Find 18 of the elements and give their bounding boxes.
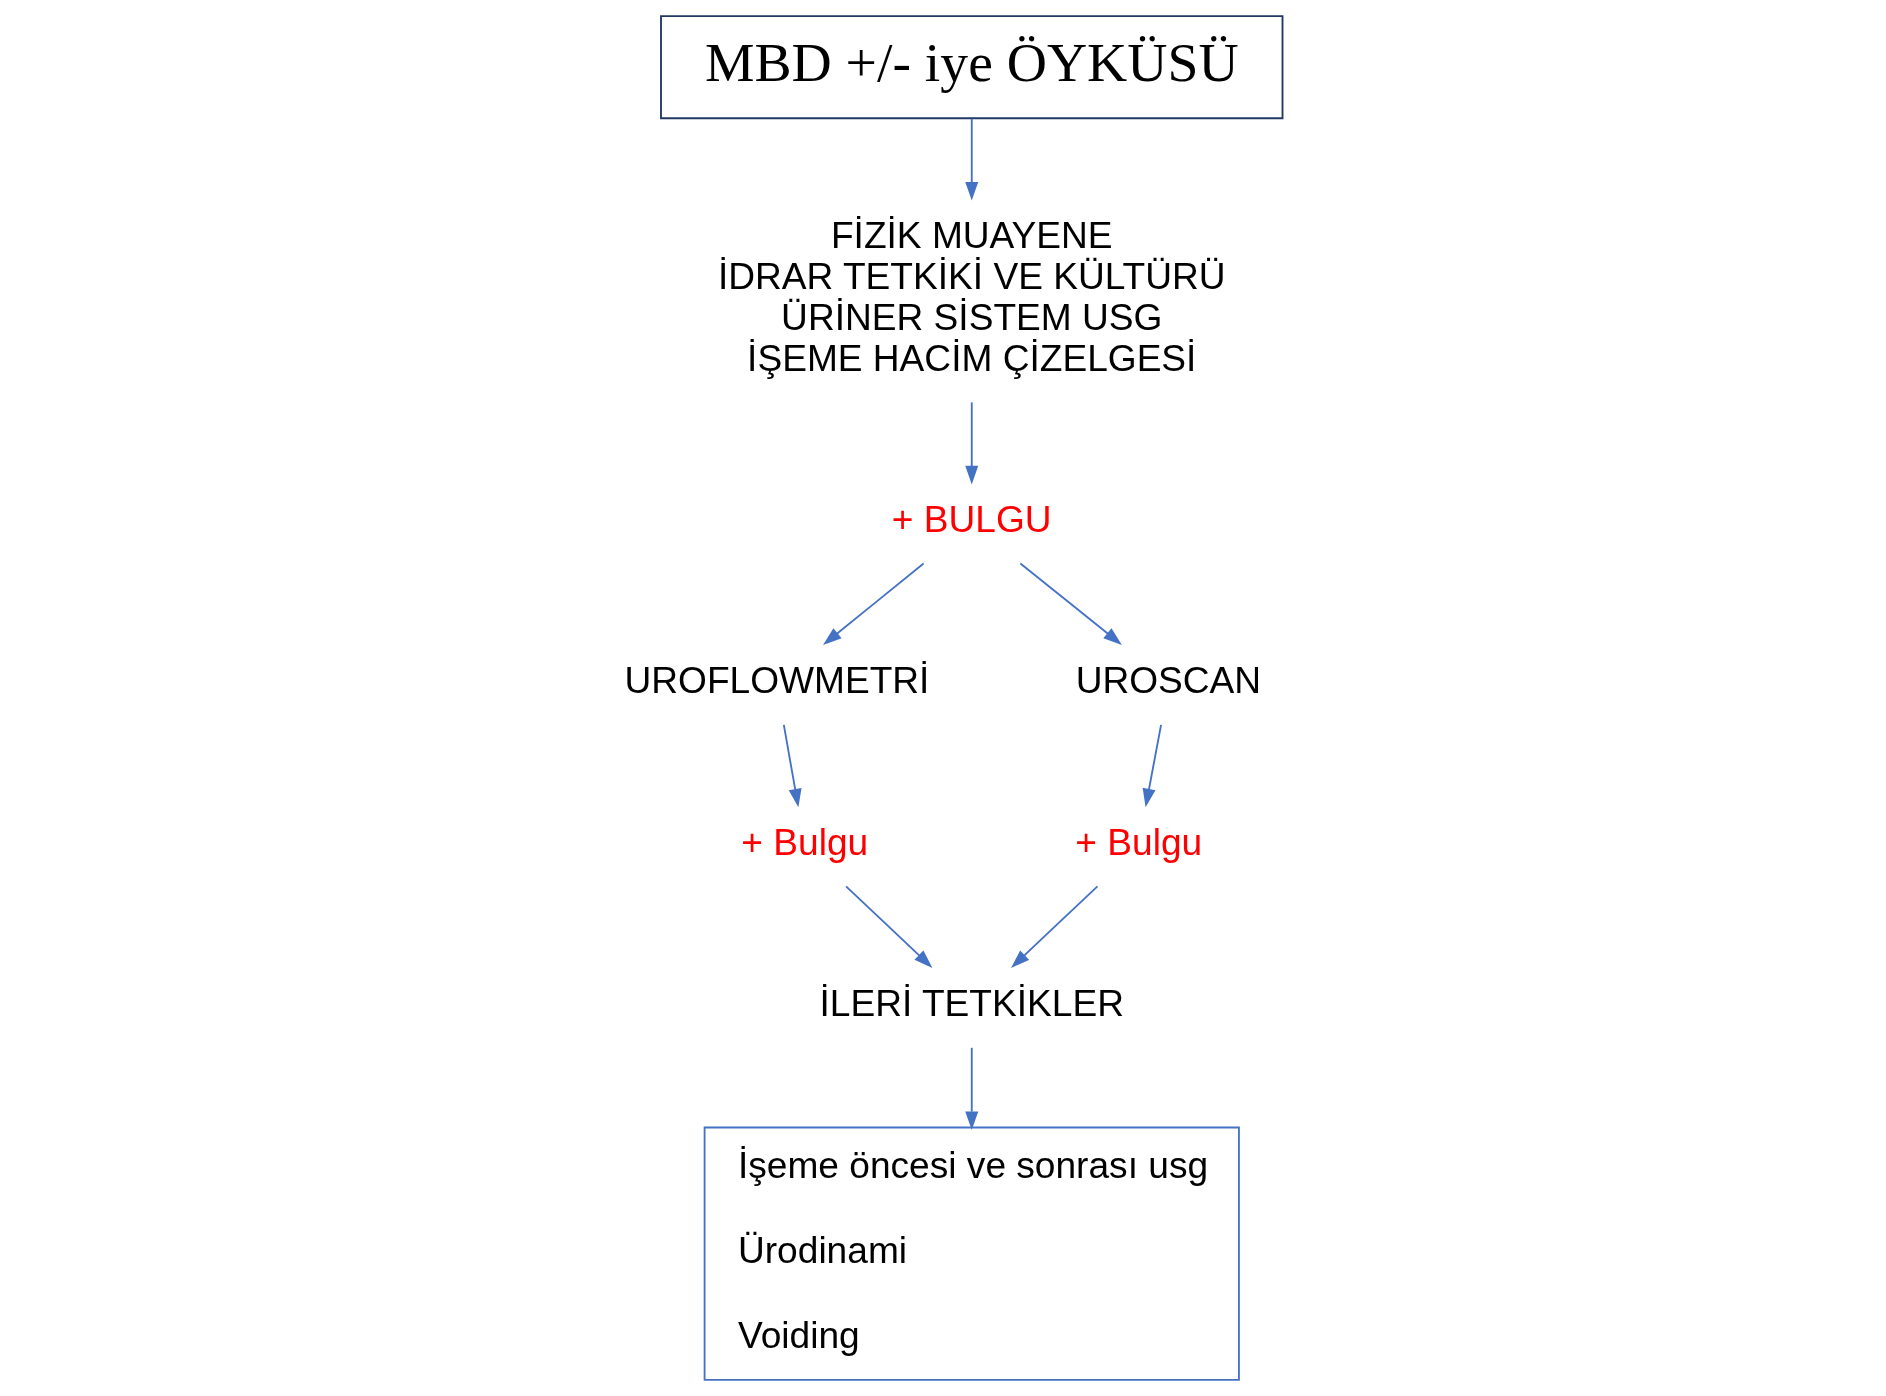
node-text: FİZİK MUAYENE İDRAR TETKİKİ VE KÜLTÜRÜ ÜRİNER SİSTEM USG İŞEME HACİM ÇİZELGESİ — [717, 214, 1226, 379]
node-text: + Bulgu — [741, 820, 869, 863]
arrow — [1142, 724, 1162, 808]
arrow — [965, 1046, 979, 1130]
node-text: İLERİ TETKİKLER — [819, 982, 1124, 1025]
arrow — [1019, 562, 1122, 645]
node-text: + BULGU — [891, 497, 1052, 540]
node-text: UROFLOWMETRİ — [624, 659, 930, 702]
arrow — [1011, 885, 1099, 968]
arrow — [823, 562, 925, 645]
node-box: İşeme öncesi ve sonrası usg Ürodinami Voiding — [703, 1126, 1240, 1381]
arrow — [845, 885, 933, 968]
node-text: + Bulgu — [1075, 820, 1203, 863]
arrow — [782, 724, 802, 808]
node-text: UROSCAN — [1075, 659, 1262, 702]
arrow — [965, 117, 979, 201]
arrow — [965, 401, 979, 485]
node-box: MBD +/- iye ÖYKÜSÜ — [660, 15, 1284, 120]
